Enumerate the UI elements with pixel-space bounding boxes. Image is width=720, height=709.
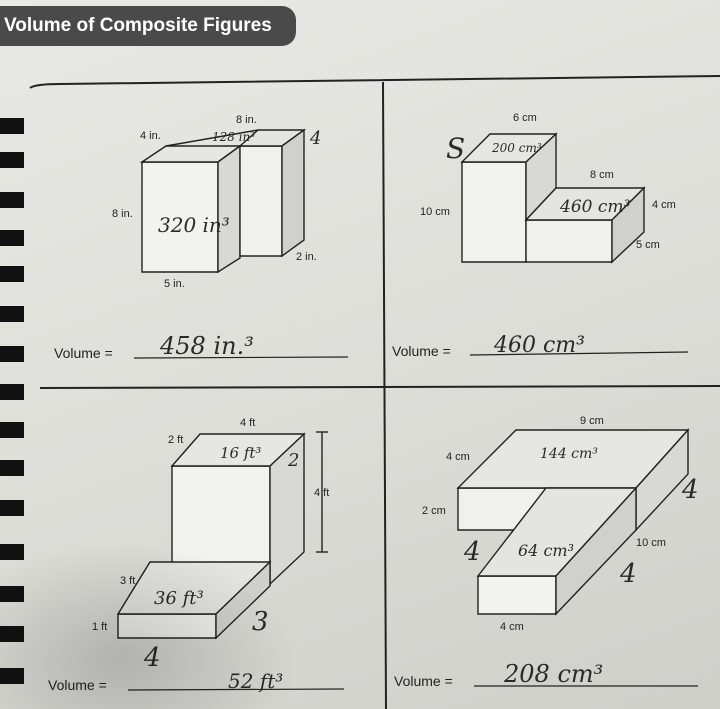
p3-label-base-height: 1 ft xyxy=(92,621,107,633)
p3-hw-note-c: 4 xyxy=(143,643,161,673)
p1-label-side: 2 in. xyxy=(296,251,317,263)
p3-label-depth: 2 ft xyxy=(168,434,183,446)
p2-label-side: 4 cm xyxy=(652,199,676,211)
p2-label-top: 6 cm xyxy=(513,112,537,124)
p4-label-height: 2 cm xyxy=(422,505,446,517)
p1-volume-label: Volume = xyxy=(54,345,113,361)
worksheet-title: Volume of Composite Figures xyxy=(0,6,296,46)
p2-label-height: 10 cm xyxy=(420,206,450,218)
p1-label-depth: 4 in. xyxy=(140,130,161,142)
p3-label-height: 4 ft xyxy=(314,487,329,499)
p4-hw-note-a: 4 xyxy=(463,537,481,567)
p2-hw-volume-b: 460 cm³ xyxy=(559,197,630,217)
p4-answer: 208 cm³ xyxy=(503,660,603,688)
p4-hw-volume-b: 64 cm³ xyxy=(518,541,574,560)
p4-hw-note-c: 4 xyxy=(619,559,637,589)
problem-3: 4 ft 2 ft 4 ft 3 ft 1 ft 16 ft³ 2 36 ft³… xyxy=(48,417,345,693)
p3-hw-volume-a: 16 ft³ xyxy=(220,444,261,462)
p2-label-step: 8 cm xyxy=(590,169,614,181)
grid-lines xyxy=(29,75,720,709)
problem-1: 8 in. 4 in. 8 in. 5 in. 2 in. 320 in³ 12… xyxy=(54,114,349,361)
spiral-binding xyxy=(0,118,24,684)
problem-1-figure xyxy=(139,128,307,274)
p1-answer-line xyxy=(133,356,349,359)
p2-answer: 460 cm³ xyxy=(493,333,585,358)
p1-answer: 458 in.³ xyxy=(159,332,254,360)
p3-answer-line xyxy=(127,688,345,691)
p2-volume-label: Volume = xyxy=(392,343,451,359)
problem-2-figure xyxy=(460,132,646,264)
p2-answer-line xyxy=(469,351,689,356)
p3-answer: 52 ft³ xyxy=(228,669,283,693)
p2-hw-volume-a: 200 cm³ xyxy=(491,141,542,155)
problem-2: 6 cm 8 cm 10 cm 4 cm 5 cm S 200 cm³ 460 … xyxy=(392,112,689,359)
p3-label-base-depth: 3 ft xyxy=(120,575,135,587)
p1-hw-note: 4 xyxy=(309,128,321,149)
p1-hw-volume-a: 320 in³ xyxy=(158,213,230,237)
problem-3-figure xyxy=(116,431,328,640)
p3-hw-note-b: 3 xyxy=(252,607,269,637)
p1-hw-volume-b: 128 in³ xyxy=(212,130,255,144)
p2-hw-note: S xyxy=(446,132,465,165)
p3-label-top: 4 ft xyxy=(240,417,255,429)
problem-4: 9 cm 4 cm 2 cm 10 cm 4 cm 144 cm³ 64 cm³… xyxy=(394,415,699,689)
p4-hw-note-b: 4 xyxy=(681,475,699,505)
p3-hw-volume-b: 36 ft³ xyxy=(154,588,204,609)
p4-label-depth: 4 cm xyxy=(446,451,470,463)
p1-label-top: 8 in. xyxy=(236,114,257,126)
p4-volume-label: Volume = xyxy=(394,673,453,689)
p4-label-side: 10 cm xyxy=(636,537,666,549)
p2-label-depth: 5 cm xyxy=(636,239,660,251)
p4-label-base: 4 cm xyxy=(500,621,524,633)
p3-volume-label: Volume = xyxy=(48,677,107,693)
p1-label-width: 5 in. xyxy=(164,278,185,290)
p4-hw-volume-a: 144 cm³ xyxy=(540,446,598,462)
problem-4-figure xyxy=(456,428,690,616)
p4-label-top: 9 cm xyxy=(580,415,604,427)
p1-label-height: 8 in. xyxy=(112,208,133,220)
p3-hw-note-a: 2 xyxy=(287,450,299,471)
